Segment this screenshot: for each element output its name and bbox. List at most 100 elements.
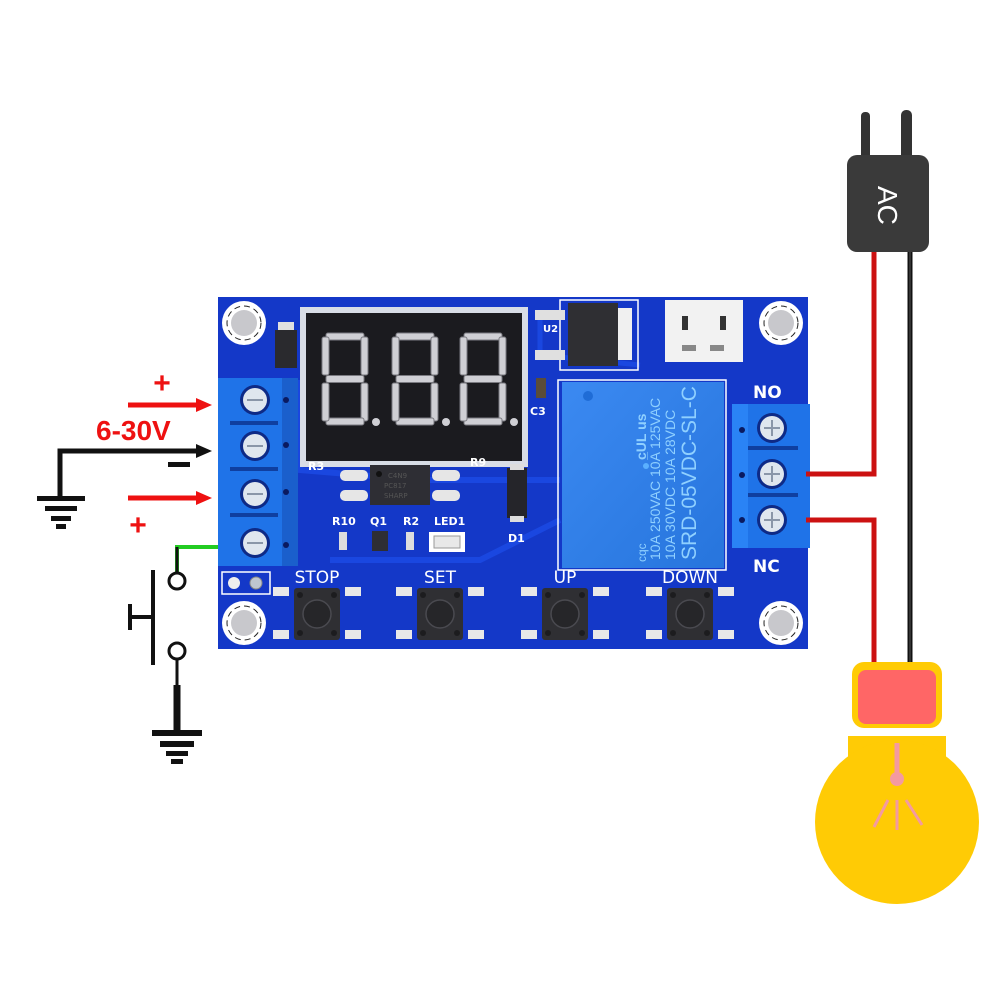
pcb-trace [330,517,562,563]
diode-d1: D1 [507,464,527,545]
button-label: SET [424,568,457,588]
arrow-head [196,444,212,458]
mounting-hole [759,301,803,345]
plus-label-bottom: + [129,509,147,542]
button-pad [468,630,484,639]
button-pad [273,630,289,639]
segment [321,336,330,376]
segment [463,417,503,426]
ul-mark: c̲UL us [633,413,649,461]
segment [395,375,435,383]
segment [391,382,400,422]
button-down[interactable]: DOWN [646,568,734,640]
voltage-regulator-u2: U2 [535,299,639,371]
wire-red-com [806,252,877,477]
arrow-head [196,491,212,505]
relay-label: 10A 250VAC 10A 125VAC 10A 30VDC 10A 28VD… [633,386,701,562]
silk-c3: C3 [530,405,546,418]
label-no: NO [753,383,782,403]
segment [430,336,439,376]
button-pad [646,630,662,639]
power-input-terminal [218,378,298,566]
light-bulb-icon [815,662,979,904]
decimal-point [510,418,518,426]
segment [360,336,369,376]
silk-r3: R3 [308,460,324,473]
button-set[interactable]: SET [396,568,484,640]
plus-label-top: + [153,367,171,400]
jumper-pads [221,571,271,595]
silk-r2: R2 [403,515,419,528]
minus-label [168,462,190,467]
silk-q1: Q1 [370,515,387,528]
segment [459,336,468,376]
segment [459,382,468,422]
button-pad [521,630,537,639]
relay-rating-2: 10A 30VDC 10A 28VDC [662,410,678,560]
silk-d1: D1 [508,532,525,545]
button-pad [345,630,361,639]
plug-prong [861,112,870,162]
segment [325,417,365,426]
ground-icon [37,496,85,529]
decimal-point [372,418,380,426]
segment [391,336,400,376]
screw-terminal-nc[interactable] [757,505,787,535]
button-stop[interactable]: STOP [273,568,361,640]
silk-r10: R10 [332,515,356,528]
light-ray [872,799,890,828]
resistor-r10 [339,532,347,550]
micro-usb-port[interactable] [665,300,743,362]
relay-rating-1: 10A 250VAC 10A 125VAC [647,398,663,560]
decimal-point [442,418,450,426]
relay: 10A 250VAC 10A 125VAC 10A 30VDC 10A 28VD… [557,379,727,571]
screw-terminal-trigger-minus[interactable] [240,528,270,558]
smd-component [275,330,297,368]
screw-terminal-com[interactable] [757,459,787,489]
display-digits [321,332,518,426]
silk-r9: R9 [470,456,486,469]
smd-pad [278,322,294,330]
segment [321,382,330,422]
power-input-annotations: + 6-30V + [37,367,212,542]
button-up[interactable]: UP [521,568,609,640]
display-digit [391,332,450,426]
button-pad [718,630,734,639]
capacitor-c3 [536,378,546,398]
button-pad [593,587,609,596]
screw-terminal-vin-plus[interactable] [240,385,270,415]
arrow-head [196,398,212,412]
segment [395,332,435,341]
segment [463,375,503,383]
button-pad [273,587,289,596]
screw-terminal-no[interactable] [757,413,787,443]
button-cap [425,599,455,629]
display-digit [321,332,380,426]
screw-terminal-vin-minus[interactable] [240,431,270,461]
segment [360,382,369,422]
silk-u2: U2 [543,324,558,335]
button-pad [593,630,609,639]
button-cap [302,599,332,629]
switch-contact-top [167,571,187,591]
plug-prong [901,110,912,162]
transistor-q1 [372,531,388,551]
seven-segment-display [300,307,528,467]
segment [463,332,503,341]
screw-terminal-trigger-plus[interactable] [240,479,270,509]
push-button-switch [128,545,218,764]
ground-wire [57,448,200,498]
relay-model: SRD-05VDC-SL-C [678,386,701,560]
cqc-mark: cqc [635,543,649,562]
ground-icon [152,730,202,764]
button-pad [396,630,412,639]
trigger-wire-green [175,545,218,572]
segment [498,382,507,422]
button-pad [521,587,537,596]
button-label: DOWN [662,568,718,588]
button-label: UP [554,568,577,588]
button-cap [550,599,580,629]
button-pad [646,587,662,596]
silk-led1: LED1 [434,515,465,528]
